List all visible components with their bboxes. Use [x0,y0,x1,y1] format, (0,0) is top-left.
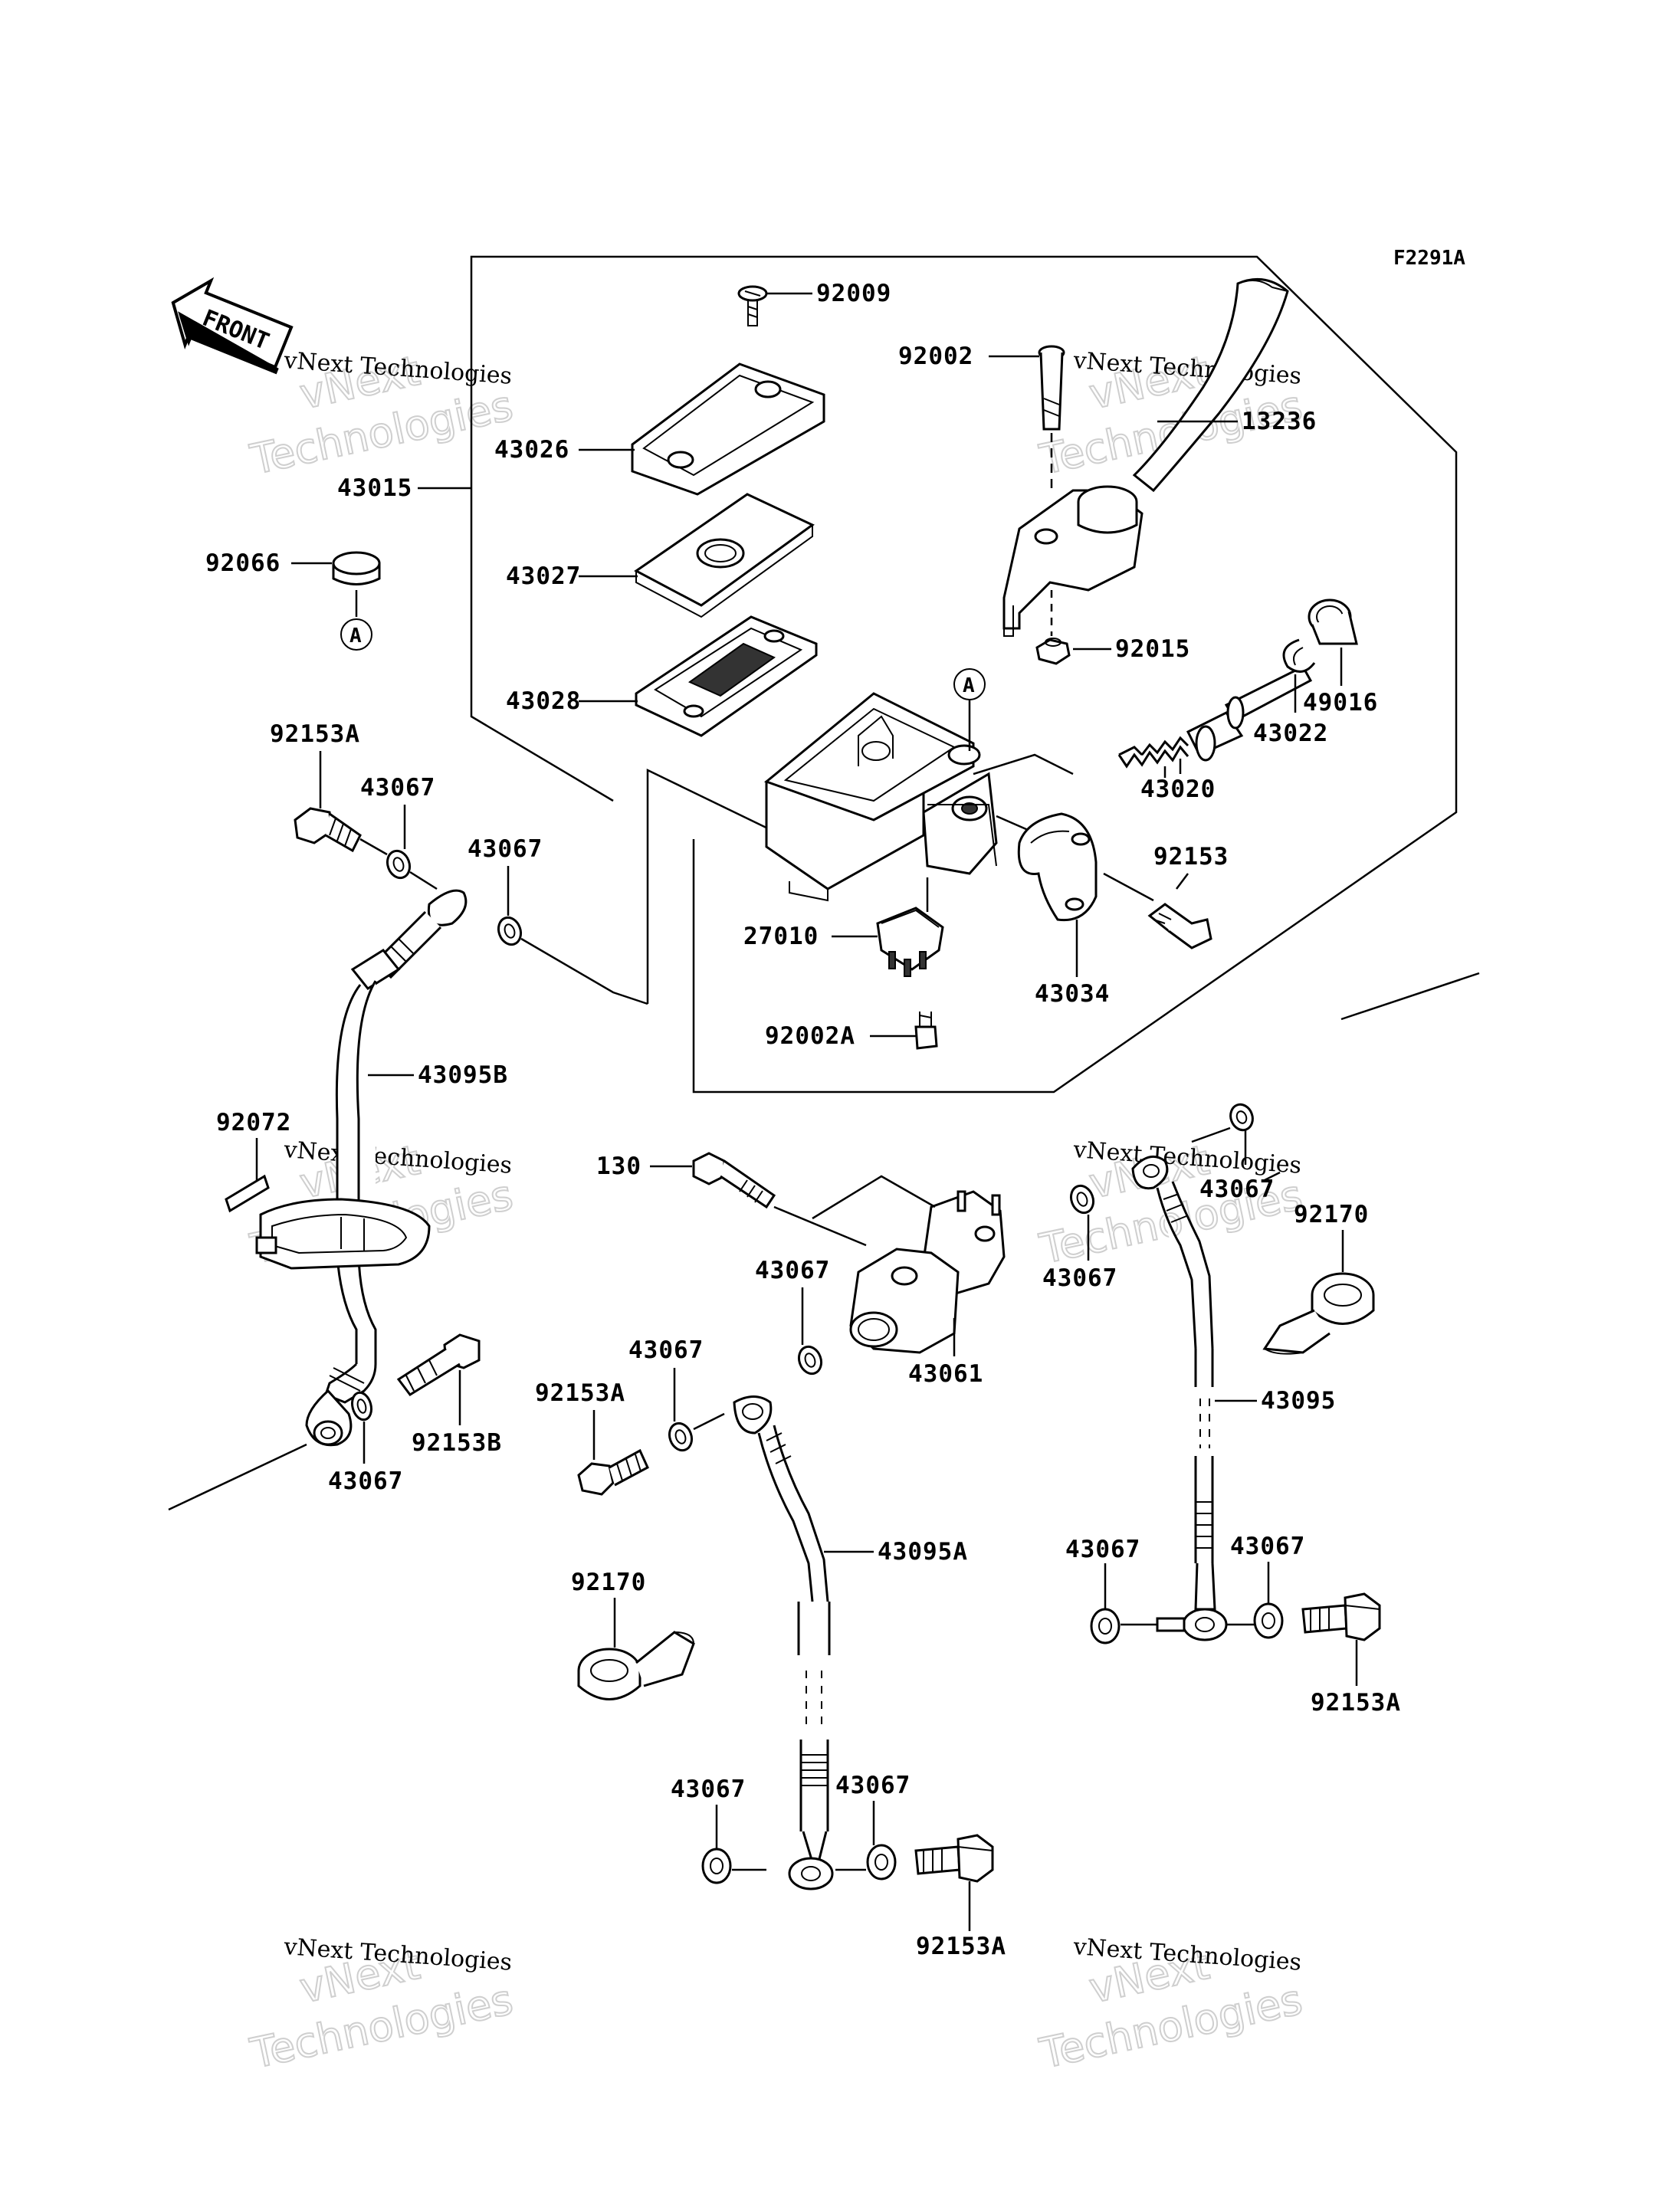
banjo-bolt-92153A-right [1301,1592,1381,1641]
holder-43061 [849,1190,1006,1354]
part-label: 13236 [1242,408,1317,435]
bolt-130 [692,1152,776,1209]
part-label: 92015 [1115,635,1190,663]
callout-a-left [340,618,372,651]
reservoir-cap-43026 [631,362,825,496]
callout-a-left-label: A [349,625,362,648]
washer-43067-d [1229,1103,1254,1132]
clamp-43034 [1017,812,1098,922]
washer-43067-a [386,849,412,880]
washer-43067-e [1069,1184,1095,1215]
part-label: 43067 [1230,1533,1305,1560]
hose-clamp-92170-right [1262,1272,1375,1355]
hose-43095B [305,889,468,1447]
part-label: 43067 [628,1336,704,1364]
hose-43095 [1131,1155,1228,1641]
assembly-boundary [470,255,1458,1094]
part-label: 43026 [494,436,569,464]
lever-13236 [1002,277,1289,637]
part-label: 43067 [755,1257,830,1284]
banjo-bolt-92153A-top [294,807,362,853]
switch-27010 [876,907,944,977]
part-label: 92002 [898,343,973,370]
washer-43067-c [797,1345,823,1376]
part-label: 43020 [1140,776,1216,803]
part-label: 43067 [1199,1176,1275,1203]
piston-kit-43020 [1117,665,1313,769]
part-label: 43095 [1261,1387,1336,1415]
part-label: 92153A [535,1379,625,1407]
part-label: 130 [596,1153,641,1180]
part-label: 43022 [1253,720,1328,747]
part-label: 92066 [205,549,281,577]
screw-92002A [914,1012,938,1050]
screw-92009 [737,285,768,326]
bolt-92153 [1147,903,1212,949]
part-label: 92170 [571,1569,646,1596]
part-label: 43095B [418,1061,508,1089]
part-label: 92153A [1311,1689,1401,1717]
part-label: 92170 [1294,1201,1369,1228]
part-label: 92153B [412,1429,502,1457]
plug-92066 [332,551,381,585]
washer-43067-g [351,1391,372,1421]
circlip-43022 [1282,638,1316,673]
part-label: 43027 [506,562,581,590]
part-label: 92153A [916,1933,1006,1960]
part-label: 43067 [360,774,435,802]
washer-43067-k [1253,1602,1284,1639]
part-label: 27010 [743,923,819,950]
part-label: 43067 [1065,1536,1140,1563]
callout-a-body [953,668,986,700]
banjo-bolt-92153A-bot [914,1834,994,1883]
figure-code: F2291A [1393,247,1465,270]
washer-43067-i [866,1844,897,1881]
part-label: 92153A [270,720,360,748]
part-label: 49016 [1303,689,1378,716]
part-label: 43015 [337,474,412,502]
hose-clamp-92170-left [577,1631,695,1700]
hose-clamp-92072 [225,1174,431,1270]
bolt-92153B [396,1333,481,1396]
part-label: 92072 [216,1109,291,1136]
diaphragm-43028 [635,615,818,737]
callout-a-body-label: A [963,674,975,697]
nut-92015 [1035,638,1071,665]
part-label: 43067 [468,835,543,863]
part-label: 43067 [1042,1264,1117,1292]
part-label: 92002A [765,1022,855,1050]
watermark-group: vNext Technologies vNext Technologies vN… [245,346,1307,2079]
part-label: 43095A [878,1538,968,1566]
washer-43067-j [1090,1608,1121,1644]
part-label: 43067 [835,1772,911,1799]
part-label: 92009 [816,280,891,307]
part-label: 43067 [671,1776,746,1803]
washer-43067-h [701,1848,732,1884]
assembly-boundary-inner [646,769,775,1004]
banjo-bolt-92153A-mid [577,1448,649,1496]
part-label: 43061 [908,1360,983,1388]
part-label: 43034 [1035,980,1110,1008]
part-label: 43067 [328,1467,403,1495]
part-label: 43028 [506,687,581,715]
bolt-92002 [1038,345,1065,431]
front-arrow-icon: FRONT [171,277,294,375]
washer-43067-b [497,916,523,946]
part-label: 92153 [1153,843,1229,871]
washer-43067-f [668,1421,694,1452]
plate-43027 [634,493,815,618]
master-cylinder-body [764,692,998,902]
part-labels: 92009 92002 13236 43026 43015 92066 4302… [205,280,1401,1960]
boot-49016 [1308,598,1358,645]
hose-43095A [733,1395,834,1890]
